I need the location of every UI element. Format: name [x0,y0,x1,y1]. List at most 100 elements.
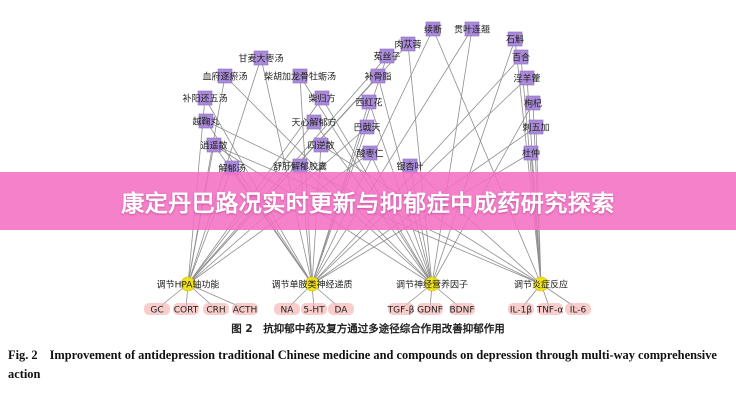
pathway-hub-node [533,276,549,292]
herb-node [313,137,329,153]
target-node [173,303,199,315]
herb-label: 血府逐瘀汤 [202,71,247,83]
edge-h12-p3 [407,43,433,285]
target-label: GDNF [417,306,443,316]
figure-caption-cn: 图 2 抗抑郁中药及复方通过多途径综合作用改善抑郁作用 [231,323,505,335]
pathway-label: 调节神经营养因子 [396,279,468,291]
target-node [203,303,229,315]
herb-label: 解郁汤 [218,163,245,175]
herb-node [206,137,222,153]
herb-label: 酸枣仁 [356,148,383,160]
figure-label: Fig. 2 [8,348,38,362]
target-label: TNF-α [536,306,564,316]
herb-label: 舒肝解郁胶囊 [273,161,327,173]
target-node [508,303,534,315]
pathway-label: 调节HPA轴功能 [157,279,220,291]
herb-label: 柴归方 [308,93,335,105]
target-node [301,303,327,315]
edge-h16-p2 [311,55,388,285]
herb-label: 越鞠丸 [192,116,219,128]
herb-node [523,145,539,161]
herb-node [400,36,416,52]
herb-label: 补阳还五汤 [182,93,227,105]
edge-h1-p1 [187,57,262,285]
target-label: TGF-β [387,306,415,316]
herb-node [425,21,441,37]
target-label: 5-HT [303,306,325,316]
edge-h14-p2 [311,28,473,285]
banner-title: 康定丹巴路况实时更新与抑郁症中成药研究探索 [121,191,615,217]
herb-node [253,50,269,66]
target-node [274,303,300,315]
herb-node [370,68,386,84]
herb-node [359,119,375,135]
herb-label: 杜仲 [522,148,540,160]
edge-h16-p1 [187,55,388,285]
herb-label: 补骨脂 [364,71,391,83]
herb-label: 银杏叶 [396,161,423,173]
figure-caption-en-text: Improvement of antidepression traditiona… [8,348,717,381]
target-node [388,303,414,315]
herb-node [379,48,395,64]
herb-node [361,94,377,110]
herb-label: 刺五加 [522,123,549,134]
herb-label: 西红花 [355,97,382,109]
herb-node [464,21,480,37]
target-node [328,303,354,315]
pathway-label: 调节炎症反应 [514,279,568,291]
target-label: BDNF [449,306,474,316]
herb-node [528,119,544,135]
herb-node [292,68,308,84]
edge-h15-p3 [431,38,516,285]
herb-node [217,68,233,84]
herb-label: 续断 [424,24,442,36]
herb-label: 柴胡加龙骨牡蛎汤 [264,71,336,83]
herb-label: 天心解郁方 [291,117,336,129]
edge-h14-p3 [431,28,473,285]
target-label: CRH [206,306,225,316]
herb-label: 贯叶连翘 [454,24,490,36]
pathway-hub-node [180,276,196,292]
target-label: DA [335,306,349,316]
herb-label: 肉苁蓉 [394,39,421,51]
herb-node [197,90,213,106]
title-banner: 康定丹巴路况实时更新与抑郁症中成药研究探索 [0,172,736,230]
herb-label: 菟丝子 [373,51,400,63]
target-node [232,303,258,315]
herb-label: 甘麦大枣汤 [238,53,283,65]
edge-h13-p4 [432,28,542,285]
edge-h15-p4 [514,38,542,285]
herb-label: 巴戟天 [353,122,380,134]
target-node [417,303,443,315]
target-node [449,303,475,315]
target-label: IL-6 [570,306,587,316]
herb-node [513,49,529,65]
herb-node [525,95,541,111]
herb-node [306,114,322,130]
target-node [537,303,563,315]
herb-label: 四逆散 [307,140,334,152]
pathway-hub-node [304,276,320,292]
pathway-label: 调节单胺类神经递质 [271,279,352,291]
herb-label: 石斛 [506,34,524,46]
herb-node [198,113,214,129]
herb-label: 枸杞 [524,98,542,110]
pathway-hub-node [424,276,440,292]
target-label: ACTH [233,306,258,316]
herb-node [314,90,330,106]
target-label: NA [281,306,295,316]
target-node [565,303,591,315]
herb-label: 百合 [512,52,530,64]
target-label: IL-1β [510,306,532,316]
herb-label: 淫羊藿 [513,73,540,85]
edge-h17-p4 [520,56,542,285]
herb-node [519,70,535,86]
herb-node [362,145,378,161]
target-node [144,303,170,315]
herb-node [507,31,523,47]
target-label: GC [150,306,163,316]
target-label: CORT [174,306,199,316]
herb-label: 逍遥散 [200,140,227,152]
